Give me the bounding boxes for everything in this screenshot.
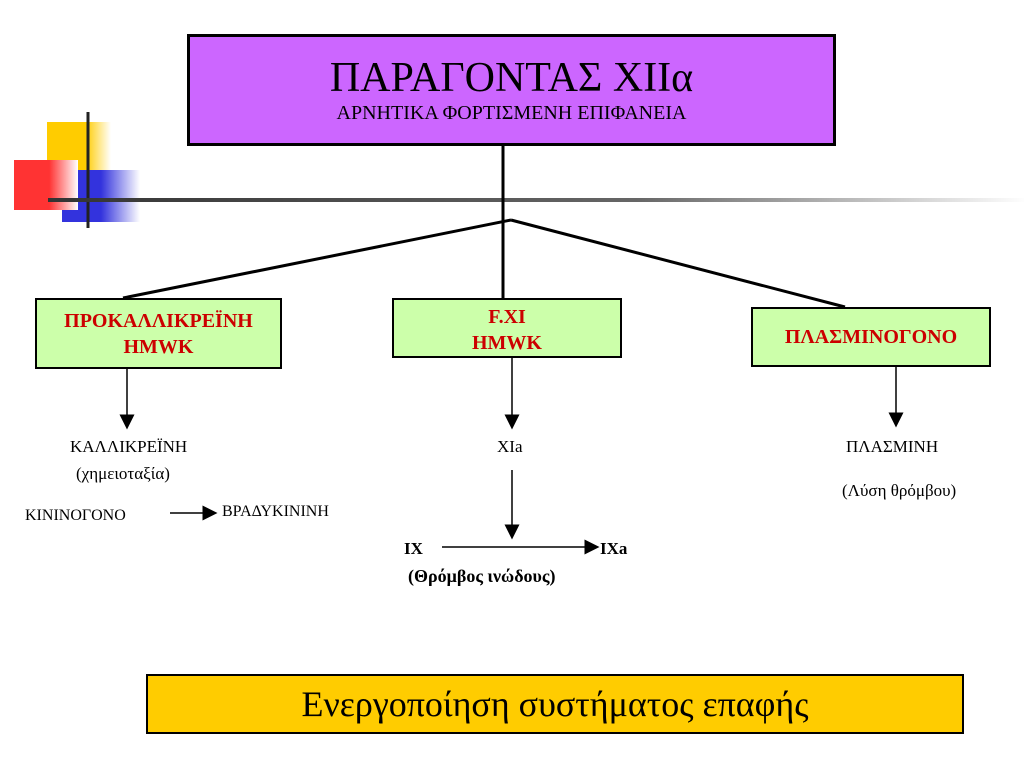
kininogen-label: ΚΙΝΙΝΟΓΟΝΟ <box>25 507 126 524</box>
bradykinin-label: ΒΡΑΔΥΚΙΝΙΝΗ <box>222 503 329 520</box>
plasminogen-box: ΠΛΑΣΜΙΝΟΓΟΝΟ <box>751 307 991 367</box>
plasmin-label: ΠΛΑΣΜΙΝΗ <box>846 437 939 456</box>
plasminogen-label: ΠΛΑΣΜΙΝΟΓΟΝΟ <box>784 326 958 348</box>
decoration <box>0 0 200 240</box>
contact-activation-caption: Ενεργοποίηση συστήματος επαφής <box>146 674 964 734</box>
fxi-label: F.XI <box>488 306 526 328</box>
branch-line-right <box>510 218 846 309</box>
xia-label: XIa <box>497 437 523 456</box>
fibrin-clot-note: (Θρόμβος ινώδους) <box>408 566 556 586</box>
ixa-label: IXa <box>600 539 628 558</box>
title-sub: ΑΡΝΗΤΙΚΑ ΦΟΡΤΙΣΜΕΝΗ ΕΠΙΦΑΝΕΙΑ <box>336 102 687 124</box>
chemotaxis-note: (χημειοταξία) <box>76 464 170 483</box>
title-box: ΠΑΡΑΓΟΝΤΑΣ XIIα ΑΡΝΗΤΙΚΑ ΦΟΡΤΙΣΜΕΝΗ ΕΠΙΦ… <box>187 34 836 146</box>
fxi-box: F.XI HMWK <box>392 298 622 358</box>
deco-horizontal-line <box>48 198 1024 202</box>
hmwk-middle-label: HMWK <box>472 332 542 354</box>
kallikrein-label: ΚΑΛΛΙΚΡΕΪΝΗ <box>70 437 188 456</box>
hmwk-left-label: HMWK <box>123 335 194 358</box>
title-main: ΠΑΡΑΓΟΝΤΑΣ XIIα <box>329 55 694 101</box>
prekallikrein-label: ΠΡΟΚΑΛΛΙΚΡΕΪΝΗ <box>64 309 253 332</box>
clot-lysis-note: (Λύση θρόμβου) <box>842 481 957 500</box>
prekallikrein-box: ΠΡΟΚΑΛΛΙΚΡΕΪΝΗ HMWK <box>35 298 282 369</box>
ix-label: IX <box>404 539 423 558</box>
branch-line-left <box>122 218 512 300</box>
